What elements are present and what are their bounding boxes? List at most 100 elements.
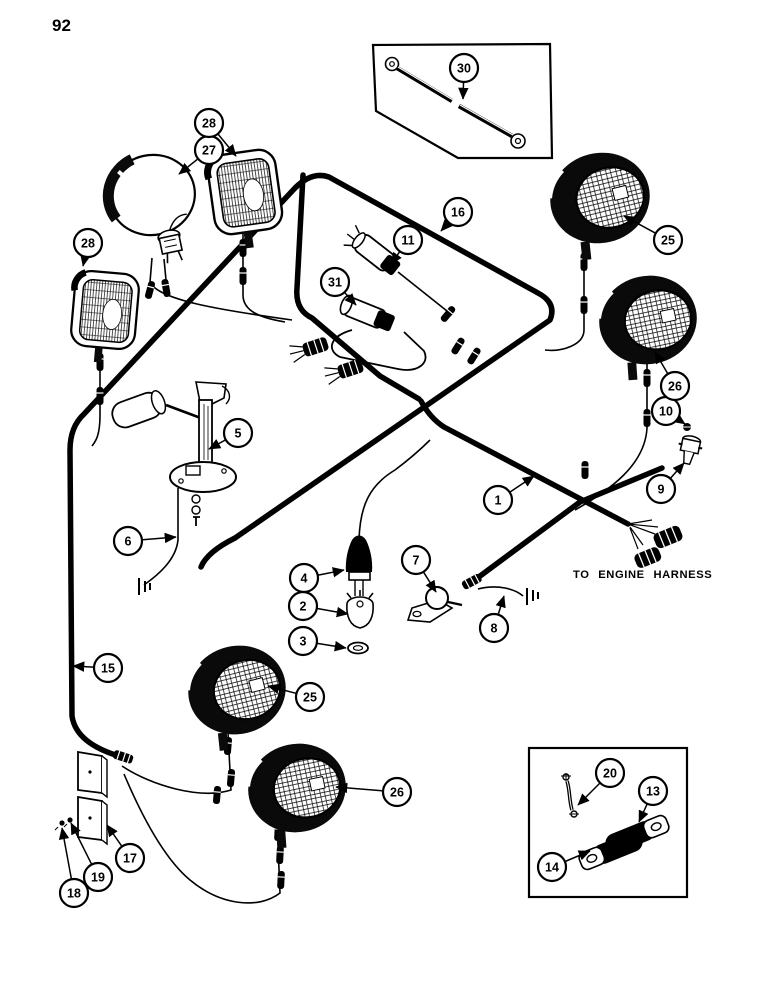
callout-leader bbox=[317, 641, 347, 652]
bullet-connector bbox=[440, 306, 456, 322]
callout-number: 16 bbox=[451, 206, 465, 220]
harness-inner-run bbox=[294, 172, 422, 402]
callout-circle bbox=[637, 775, 669, 807]
callout-4: 4 bbox=[288, 562, 345, 594]
callout-number: 4 bbox=[301, 572, 308, 586]
callout-28: 28 bbox=[72, 227, 104, 267]
callout-25: 25 bbox=[267, 681, 326, 713]
callout-circle bbox=[58, 877, 90, 909]
callout-number: 17 bbox=[123, 852, 137, 866]
callout-leader bbox=[670, 462, 685, 479]
ground-wire-8 bbox=[477, 586, 524, 597]
callout-number: 31 bbox=[328, 276, 342, 290]
lamp-27-dome bbox=[102, 153, 196, 264]
washer-part-3 bbox=[347, 641, 369, 655]
callout-leader bbox=[440, 219, 453, 232]
callout-5: 5 bbox=[208, 417, 254, 450]
callout-circle bbox=[442, 196, 474, 228]
callout-number: 14 bbox=[545, 861, 559, 875]
callout-circle bbox=[594, 757, 626, 789]
bullet-connector bbox=[580, 296, 588, 314]
harness-engine-branch bbox=[418, 398, 631, 527]
callout-7: 7 bbox=[400, 544, 437, 593]
callout-31: 31 bbox=[319, 266, 357, 306]
callout-leader bbox=[672, 413, 686, 425]
callout-9: 9 bbox=[645, 462, 685, 505]
callout-number: 11 bbox=[401, 234, 414, 248]
bullet-connector bbox=[96, 387, 104, 405]
callout-number: 19 bbox=[91, 871, 105, 885]
connector-cluster-engine bbox=[627, 519, 683, 568]
callout-number: 10 bbox=[659, 405, 673, 419]
callout-leader bbox=[80, 253, 91, 267]
callout-number: 20 bbox=[603, 767, 617, 781]
bullet-connector bbox=[643, 369, 651, 387]
callout-leader bbox=[623, 215, 656, 234]
callout-leader bbox=[638, 803, 649, 823]
callout-leader bbox=[72, 661, 94, 672]
bullet-connector bbox=[239, 239, 247, 257]
callout-leader bbox=[317, 606, 349, 618]
bullet-connector bbox=[467, 347, 481, 365]
callout-leader bbox=[142, 532, 177, 544]
callouts-layer: 1234567891011131415161718192025252626272… bbox=[58, 52, 691, 909]
callout-28: 28 bbox=[193, 107, 237, 157]
callout-circle bbox=[193, 107, 225, 139]
ground-symbol-right bbox=[526, 588, 539, 605]
callout-number: 26 bbox=[668, 380, 682, 394]
callout-circle bbox=[652, 224, 684, 256]
callout-circle bbox=[392, 224, 424, 256]
callout-number: 8 bbox=[491, 622, 498, 636]
callout-circle bbox=[659, 370, 691, 402]
link-strap-part-20 bbox=[561, 773, 579, 818]
callout-leader bbox=[344, 292, 357, 306]
socket-part-9 bbox=[678, 435, 703, 466]
bullet-connector bbox=[212, 785, 222, 805]
callout-leader bbox=[267, 683, 297, 695]
callout-8: 8 bbox=[478, 595, 510, 644]
callout-circle bbox=[92, 652, 124, 684]
callout-16: 16 bbox=[440, 196, 474, 232]
callout-number: 26 bbox=[390, 786, 404, 800]
callout-leader bbox=[423, 571, 437, 593]
callout-15: 15 bbox=[72, 652, 124, 684]
callout-leader bbox=[509, 475, 535, 493]
callout-circle bbox=[114, 842, 146, 874]
callout-circle bbox=[645, 473, 677, 505]
callout-27: 27 bbox=[178, 134, 225, 175]
bullet-connector bbox=[643, 409, 651, 427]
callout-leader bbox=[106, 824, 123, 847]
callout-circle bbox=[536, 851, 568, 883]
ground-strap-part bbox=[384, 56, 526, 149]
callout-1: 1 bbox=[482, 475, 535, 516]
callout-circle bbox=[294, 681, 326, 713]
callout-10: 10 bbox=[650, 395, 686, 427]
callout-leader bbox=[577, 782, 601, 806]
callout-number: 6 bbox=[125, 535, 132, 549]
callout-number: 25 bbox=[303, 691, 317, 705]
bullet-connector bbox=[161, 279, 171, 297]
bullet-connector bbox=[276, 845, 284, 865]
callout-circle bbox=[482, 484, 514, 516]
lamp-26-right bbox=[596, 275, 697, 381]
callout-leader bbox=[58, 827, 73, 879]
bullet-connector bbox=[581, 461, 589, 479]
callout-number: 13 bbox=[646, 785, 660, 799]
ground-wire-6 bbox=[143, 488, 179, 586]
callout-leader bbox=[217, 133, 237, 157]
bullet-connector bbox=[239, 267, 247, 285]
callout-18: 18 bbox=[58, 827, 90, 909]
harness-end-connectors bbox=[112, 573, 482, 764]
callout-circle bbox=[82, 861, 114, 893]
bulb-socket-part-2 bbox=[346, 590, 374, 629]
callout-14: 14 bbox=[536, 850, 591, 883]
callout-30: 30 bbox=[448, 52, 480, 100]
callout-17: 17 bbox=[106, 824, 146, 874]
callout-circle bbox=[222, 417, 254, 449]
bullet-connector bbox=[144, 281, 156, 299]
harness-clamp-run bbox=[469, 465, 665, 585]
bullet-connector bbox=[226, 768, 236, 788]
callout-leader bbox=[565, 850, 591, 863]
